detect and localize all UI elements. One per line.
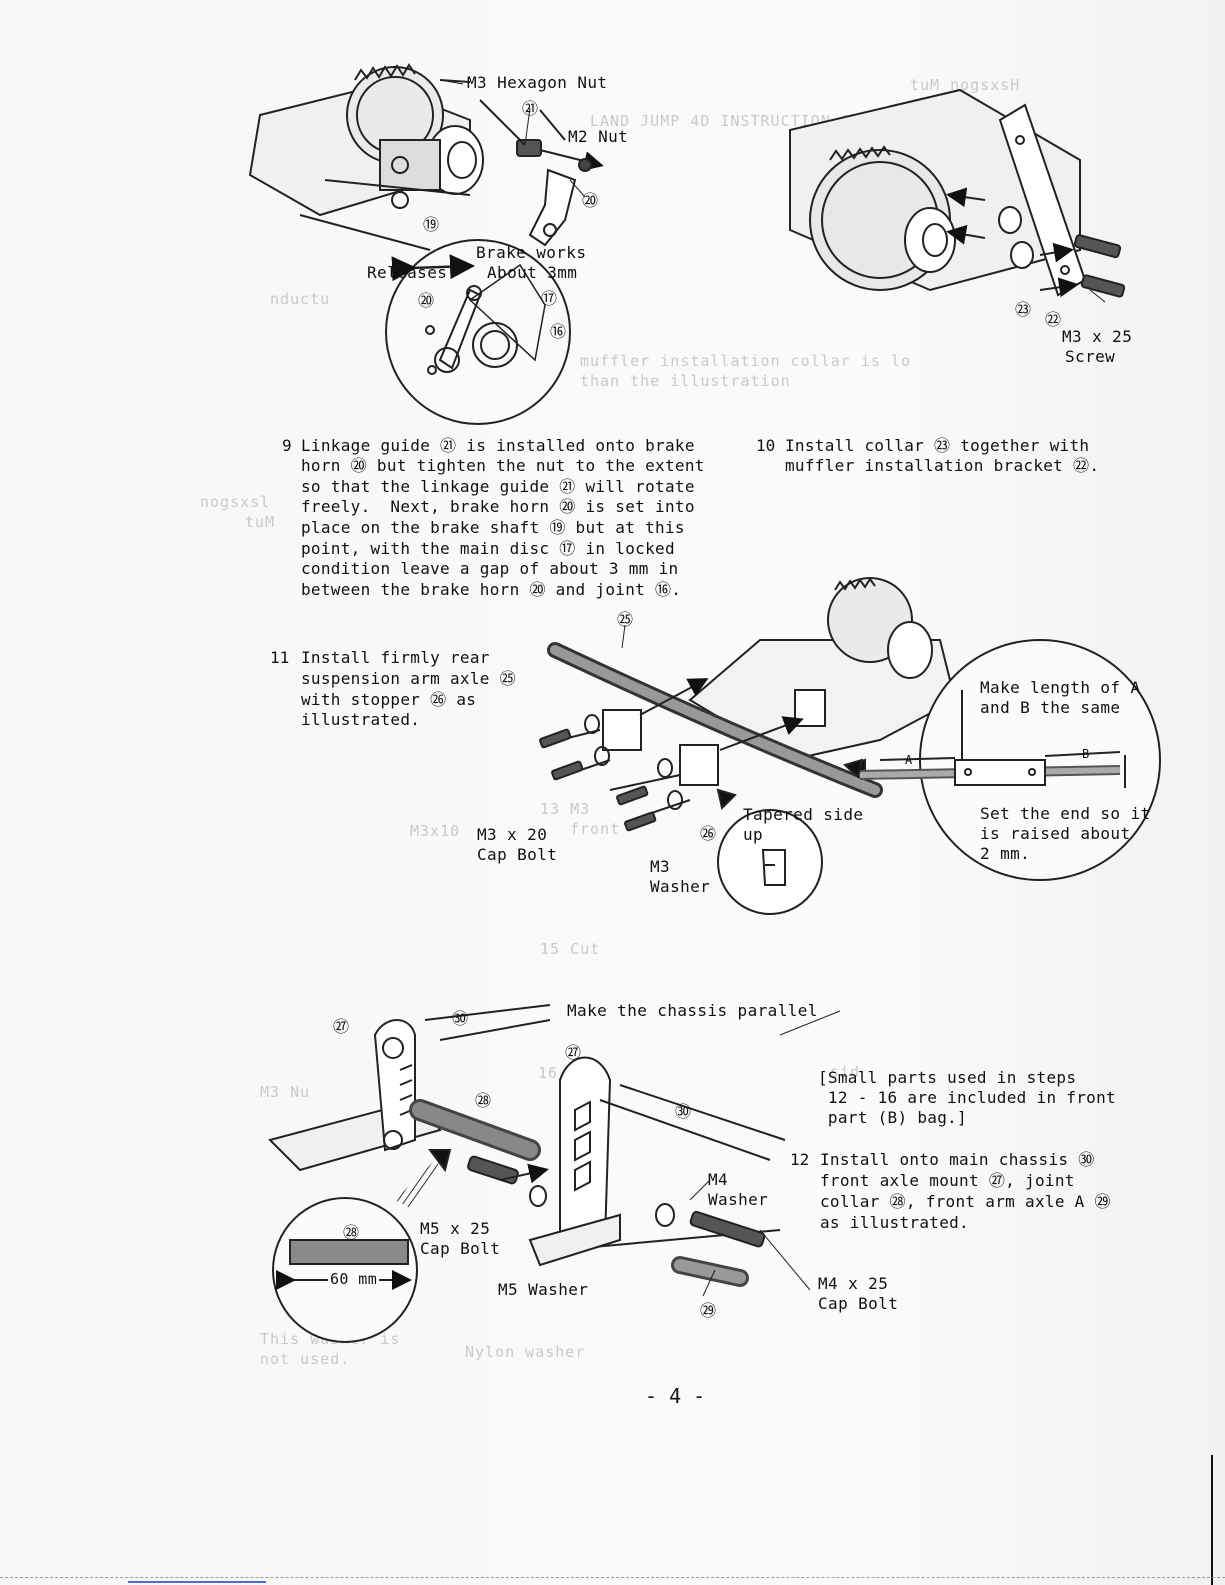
m4-label: M4 bbox=[708, 1170, 729, 1189]
up-label: up bbox=[743, 825, 764, 844]
note-line: 12 - 16 are included in front bbox=[818, 1088, 1116, 1107]
step-text-line: freely. Next, brake horn ⑳ is set into bbox=[301, 497, 695, 516]
m4-cap-bolt-label: Cap Bolt bbox=[818, 1294, 899, 1313]
page-number: - 4 - bbox=[645, 1384, 706, 1408]
rear-axle-drawing bbox=[539, 577, 957, 915]
brake-assembly-drawing bbox=[248, 63, 604, 251]
part-28b-label: ㉘ bbox=[343, 1223, 360, 1242]
m4-washer-label: Washer bbox=[708, 1190, 769, 1209]
set-end-label-1: Set the end so it bbox=[980, 804, 1151, 823]
step-number: 11 bbox=[270, 648, 290, 667]
make-parallel-label: Make the chassis parallel bbox=[567, 1001, 818, 1020]
viewer-scroll-indicator[interactable] bbox=[128, 1581, 266, 1583]
step-text-line: muffler installation bracket ㉒. bbox=[785, 456, 1100, 475]
step-text-line: condition leave a gap of about 3 mm in bbox=[301, 559, 679, 578]
b-label: B bbox=[1082, 747, 1090, 761]
m3x25-label: M3 x 25 bbox=[1062, 327, 1133, 346]
step-text-line: place on the brake shaft ⑲ but at this bbox=[301, 518, 685, 537]
m5x25-label: M5 x 25 bbox=[420, 1219, 491, 1238]
part-25-label: ㉕ bbox=[617, 610, 634, 629]
part-30b-label: ㉚ bbox=[675, 1102, 692, 1121]
part-27b-label: ㉗ bbox=[565, 1043, 582, 1062]
part-19-label: ⑲ bbox=[423, 215, 440, 234]
leader-lines bbox=[439, 79, 1106, 1297]
m5-washer-label: M5 Washer bbox=[498, 1280, 589, 1299]
step-text-line: point, with the main disc ⑰ in locked bbox=[301, 539, 675, 558]
step-text-line: front axle mount ㉗, joint bbox=[820, 1171, 1075, 1190]
step-text-line: as illustrated. bbox=[820, 1213, 969, 1232]
step-text-line: horn ⑳ but tighten the nut to the extent bbox=[301, 456, 705, 475]
releases-label: Releases bbox=[367, 263, 448, 282]
part-28-label: ㉘ bbox=[475, 1091, 492, 1110]
set-end-label-2: is raised about bbox=[980, 824, 1131, 843]
step-text-line: Install firmly rear bbox=[301, 648, 490, 667]
part-26-label: ㉖ bbox=[700, 824, 717, 843]
m2-nut-label: M2 Nut bbox=[568, 127, 629, 146]
m3-hexagon-nut-label: M3 Hexagon Nut bbox=[467, 73, 608, 92]
make-length-label-1: Make length of A bbox=[980, 678, 1141, 697]
a-label: A bbox=[905, 753, 913, 767]
part-27-label: ㉗ bbox=[333, 1017, 350, 1036]
step-text-line: Install onto main chassis ㉚ bbox=[820, 1150, 1095, 1169]
m5-cap-bolt-label: Cap Bolt bbox=[420, 1239, 501, 1258]
detail-part-17-label: ⑰ bbox=[541, 289, 558, 308]
cap-bolt-label: Cap Bolt bbox=[477, 845, 558, 864]
brake-works-label: Brake works bbox=[476, 243, 587, 262]
step-text-line: Install collar ㉓ together with bbox=[785, 436, 1090, 455]
step-text-line: so that the linkage guide ㉑ will rotate bbox=[301, 477, 695, 496]
muffler-bracket-drawing bbox=[789, 88, 1126, 298]
note-line: part (B) bag.] bbox=[818, 1108, 967, 1127]
detail-part-16-label: ⑯ bbox=[550, 322, 567, 341]
sixty-mm-label: 60 mm bbox=[328, 1270, 380, 1288]
screw-label: Screw bbox=[1065, 347, 1116, 366]
page-edge-line bbox=[1211, 1455, 1213, 1585]
axle-length-detail bbox=[843, 639, 1161, 881]
step-text-line: collar ㉘, front arm axle A ㉙ bbox=[820, 1192, 1111, 1211]
part-21-label: ㉑ bbox=[522, 99, 539, 118]
part-23-label: ㉓ bbox=[1015, 300, 1032, 319]
viewer-bottom-border bbox=[0, 1577, 1225, 1578]
m3-label: M3 bbox=[650, 857, 671, 876]
make-length-label-2: and B the same bbox=[980, 698, 1121, 717]
step-text-line: illustrated. bbox=[301, 710, 421, 729]
step-number: 12 bbox=[790, 1150, 810, 1169]
m4x25-label: M4 x 25 bbox=[818, 1274, 889, 1293]
part-22-label: ㉒ bbox=[1045, 310, 1062, 329]
step-number: 9 bbox=[282, 436, 292, 455]
step-text-line: between the brake horn ⑳ and joint ⑯. bbox=[301, 580, 682, 599]
set-end-label-3: 2 mm. bbox=[980, 844, 1031, 863]
part-29-label: ㉙ bbox=[700, 1301, 717, 1320]
step-text-line: suspension arm axle ㉕ bbox=[301, 669, 516, 688]
about-3mm-label: About 3mm bbox=[487, 263, 578, 282]
m3x20-label: M3 x 20 bbox=[477, 825, 548, 844]
note-line: [Small parts used in steps bbox=[818, 1068, 1077, 1087]
part-30-label: ㉚ bbox=[452, 1009, 469, 1028]
washer-label: Washer bbox=[650, 877, 711, 896]
step-text-line: with stopper ㉖ as bbox=[301, 690, 477, 709]
part-20-label: ⑳ bbox=[582, 191, 599, 210]
detail-part-20-label: ⑳ bbox=[418, 291, 435, 310]
brake-detail-circle bbox=[385, 239, 571, 425]
step-number: 10 bbox=[756, 436, 776, 455]
step-text-line: Linkage guide ㉑ is installed onto brake bbox=[301, 436, 695, 455]
tapered-side-label: Tapered side bbox=[743, 805, 864, 824]
